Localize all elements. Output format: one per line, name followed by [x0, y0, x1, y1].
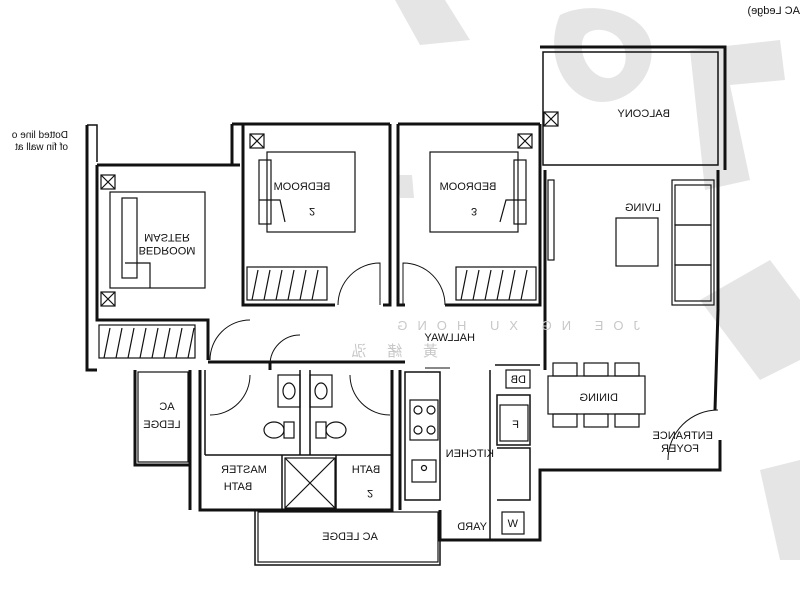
label-washer: W	[507, 518, 518, 530]
label-bedroom3-2: 3	[471, 205, 477, 217]
label-master-bath-2: BATH	[224, 481, 253, 493]
label-side-note-2: of fin wall at	[15, 142, 68, 153]
door-swings	[209, 262, 719, 461]
ac-ledges	[137, 371, 439, 563]
label-bath2-2: 2	[367, 487, 373, 499]
label-foyer: FOYER	[661, 443, 699, 455]
kitchen-fixtures	[409, 399, 439, 483]
label-master-bedroom-1: MASTER	[144, 231, 190, 243]
label-bath2-1: BATH	[352, 464, 381, 476]
room-labels: AC Ledge) Dotted line o of fin wall at B…	[11, 5, 800, 543]
label-yard: YARD	[457, 521, 487, 533]
label-ac-ledge-left-1: AC	[159, 401, 174, 413]
label-ac-ledge-left-2: LEDGE	[143, 419, 180, 431]
label-side-note-1: Dotted line o	[11, 130, 68, 141]
label-fridge: F	[512, 419, 519, 431]
label-top-note: AC Ledge)	[747, 5, 800, 17]
dining-table	[547, 362, 646, 428]
label-db: DB	[511, 374, 526, 386]
watermark-text: JOE NG XU HONG 黃 緒 泓	[343, 318, 640, 360]
label-kitchen: KITCHEN	[446, 448, 494, 460]
label-balcony: BALCONY	[617, 108, 670, 120]
watermark-logo	[395, 0, 800, 560]
wardrobes	[98, 266, 537, 359]
label-bedroom2-2: 2	[309, 205, 315, 217]
label-ac-ledge-bottom: AC LEDGE	[322, 531, 378, 543]
watermark-latin: JOE NG XU HONG	[387, 318, 640, 333]
bath-fixtures	[263, 374, 347, 509]
label-master-bath-1: MASTER	[221, 464, 267, 476]
vent-boxes	[100, 111, 559, 307]
watermark-chinese: 黃 緒 泓	[343, 342, 438, 360]
label-living: LIVING	[625, 202, 661, 214]
label-entrance: ENTRANCE	[652, 430, 713, 442]
label-bedroom3-1: BEDROOM	[440, 181, 497, 193]
label-bedroom2-1: BEDROOM	[274, 181, 331, 193]
beds	[109, 151, 527, 289]
label-dining: DINING	[580, 392, 619, 404]
label-hallway: HALLWAY	[424, 332, 475, 344]
label-master-bedroom-2: BEDROOM	[139, 244, 196, 256]
living-furniture	[547, 179, 715, 306]
walls	[85, 45, 727, 566]
